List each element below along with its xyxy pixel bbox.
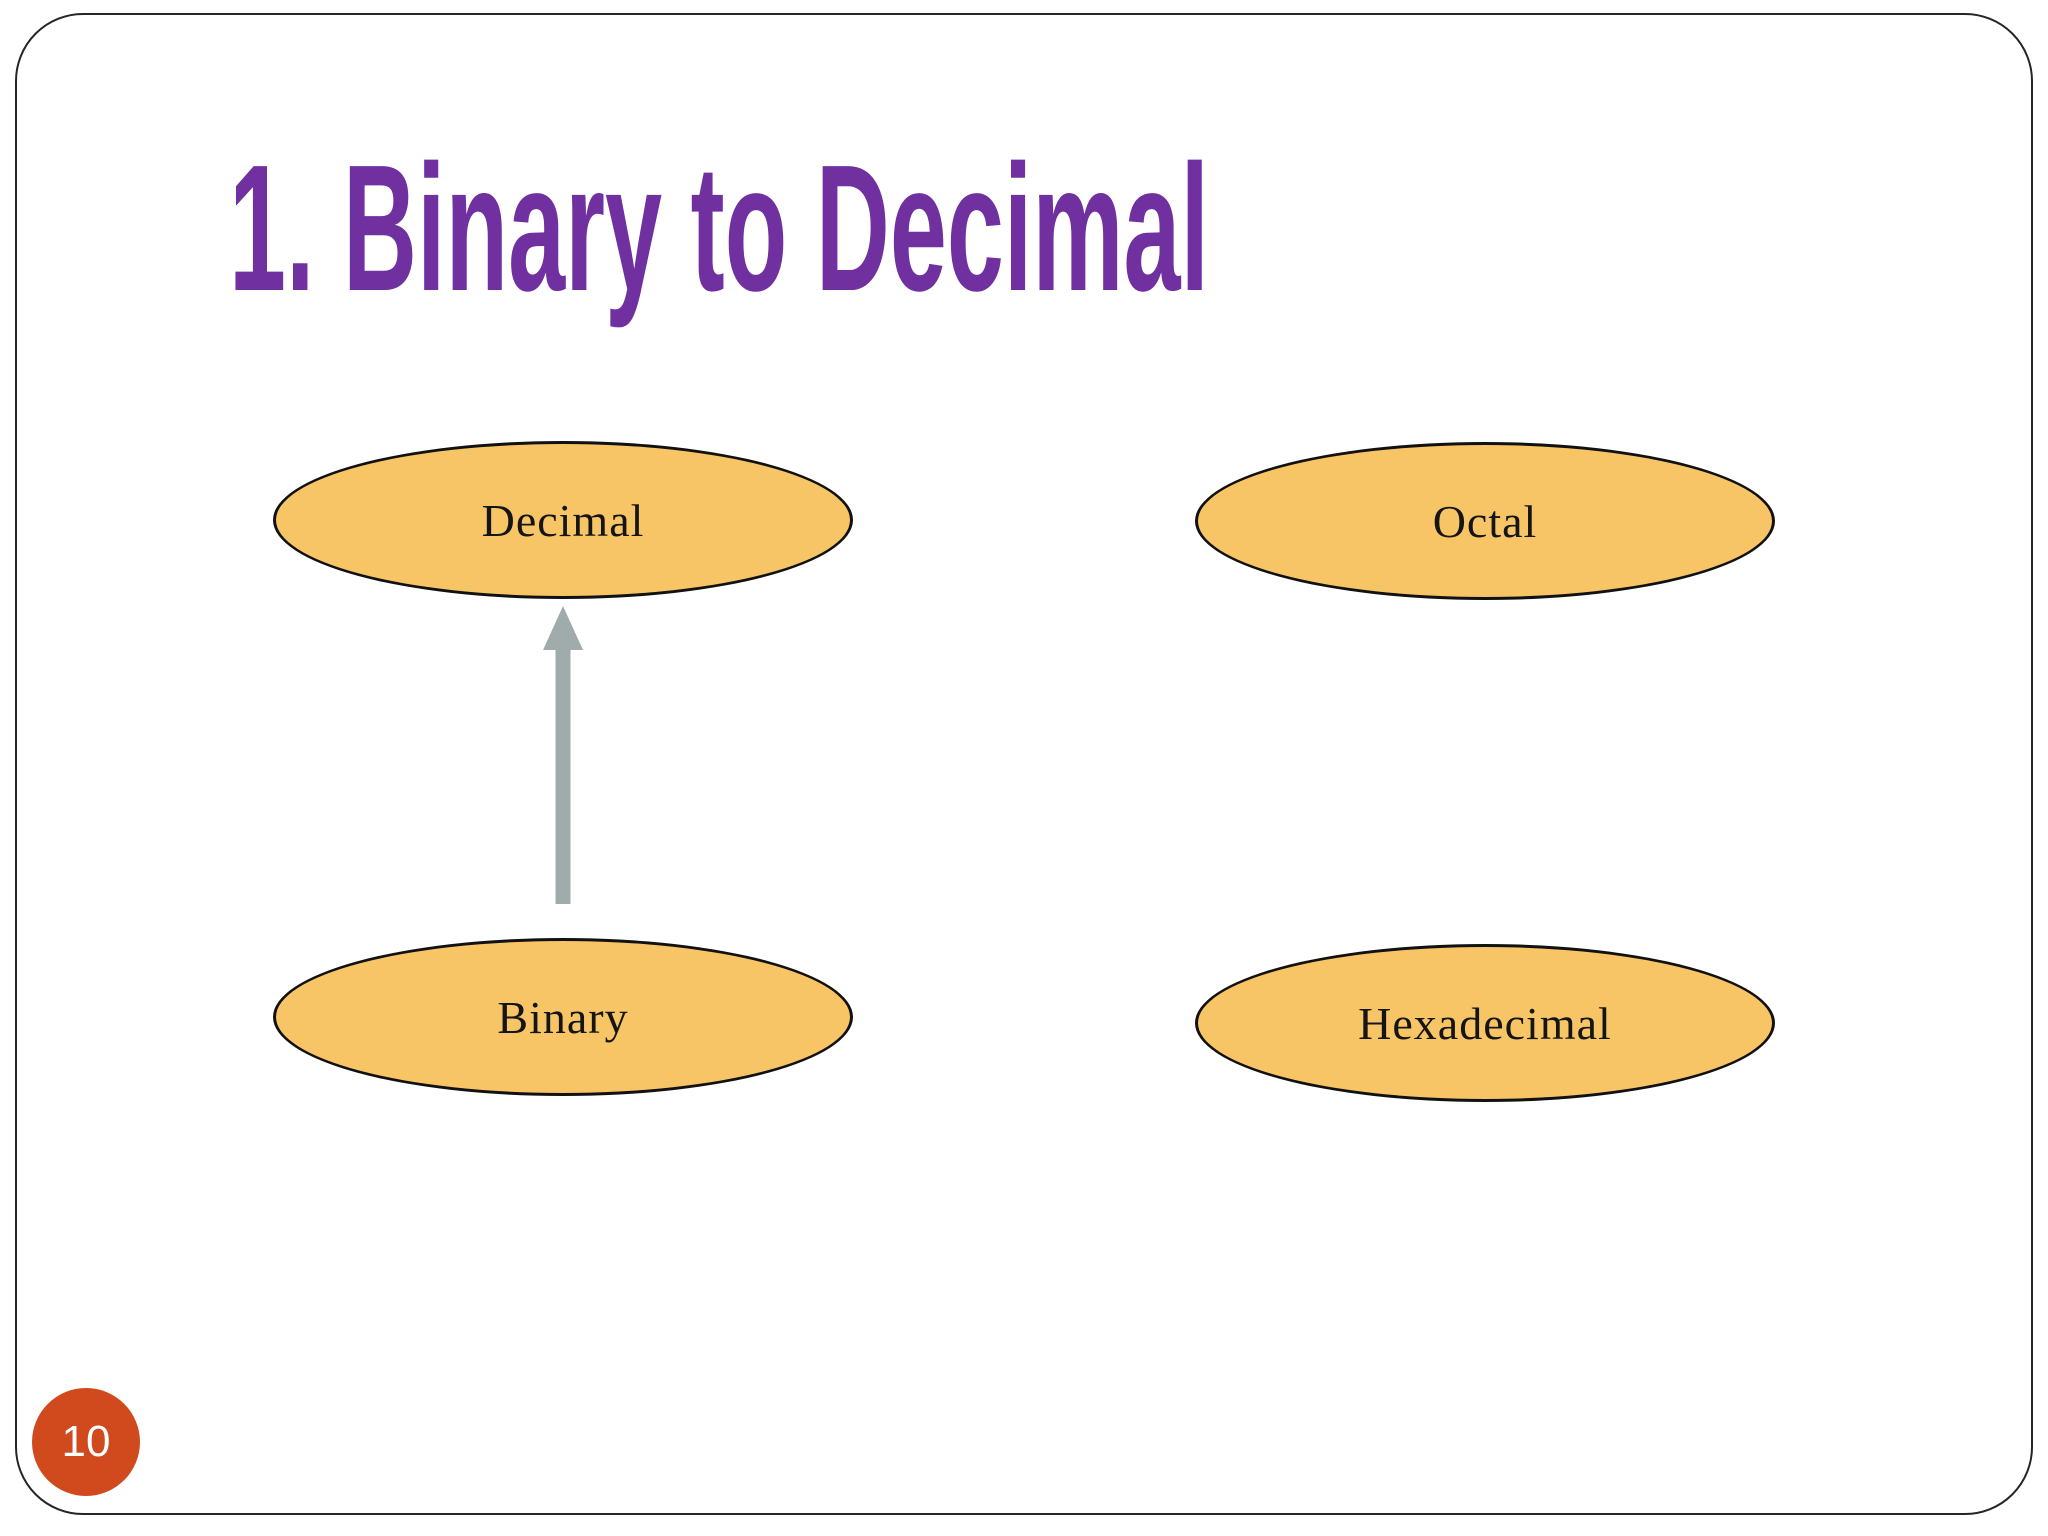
node-decimal: Decimal	[273, 441, 853, 599]
arrow-shaft	[555, 646, 571, 904]
page-number-badge: 10	[32, 1388, 140, 1496]
slide-border	[15, 13, 2033, 1515]
node-binary: Binary	[273, 938, 853, 1096]
up-arrow-icon	[543, 606, 583, 904]
node-binary-label: Binary	[497, 991, 629, 1043]
node-hexadecimal: Hexadecimal	[1195, 944, 1775, 1102]
slide-title-block: 1. Binary to Decimal	[229, 128, 1209, 329]
node-hexadecimal-label: Hexadecimal	[1358, 997, 1612, 1049]
page-title: 1. Binary to Decimal	[229, 128, 1209, 329]
node-decimal-label: Decimal	[481, 494, 645, 546]
page-number: 10	[61, 1417, 111, 1466]
node-octal: Octal	[1195, 442, 1775, 600]
arrowhead	[543, 606, 583, 650]
node-octal-label: Octal	[1432, 495, 1538, 547]
